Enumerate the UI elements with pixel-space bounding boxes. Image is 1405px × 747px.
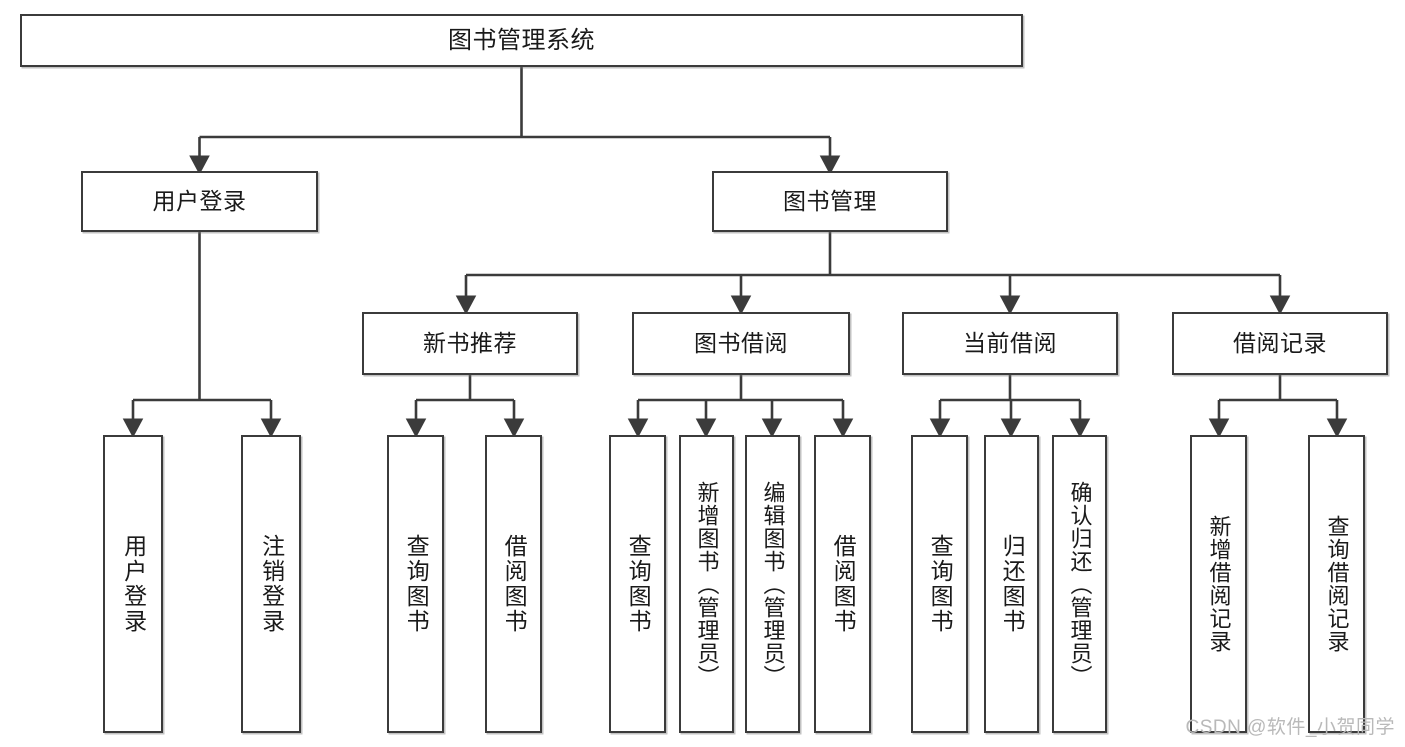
leaf-query-book-borrow-label: 查询图书 xyxy=(625,534,652,634)
leaf-query-book-current-label: 查询图书 xyxy=(927,534,954,634)
node-book-management[interactable]: 图书管理 xyxy=(712,171,948,232)
leaf-confirm-return-admin-label: 确认归还（管理员） xyxy=(1067,480,1093,688)
node-new-book-recommend-label: 新书推荐 xyxy=(423,330,517,357)
node-user-login[interactable]: 用户登录 xyxy=(81,171,318,232)
leaf-add-borrow-record-label: 新增借阅记录 xyxy=(1206,515,1232,653)
node-root-label: 图书管理系统 xyxy=(448,26,595,54)
leaf-confirm-return-admin[interactable]: 确认归还（管理员） xyxy=(1052,435,1107,733)
leaf-edit-book-admin[interactable]: 编辑图书（管理员） xyxy=(745,435,800,733)
leaf-add-book-admin-label: 新增图书（管理员） xyxy=(694,480,720,688)
leaf-user-login[interactable]: 用户登录 xyxy=(103,435,163,733)
node-new-book-recommend[interactable]: 新书推荐 xyxy=(362,312,578,375)
leaf-query-book-newbook[interactable]: 查询图书 xyxy=(387,435,444,733)
node-current-borrow-label: 当前借阅 xyxy=(963,330,1057,357)
leaf-add-book-admin[interactable]: 新增图书（管理员） xyxy=(679,435,734,733)
leaf-return-book-label: 归还图书 xyxy=(999,534,1026,634)
leaf-edit-book-admin-label: 编辑图书（管理员） xyxy=(760,480,786,688)
leaf-borrow-book-newbook-label: 借阅图书 xyxy=(501,534,528,634)
leaf-borrow-book-newbook[interactable]: 借阅图书 xyxy=(485,435,542,733)
leaf-query-book-current[interactable]: 查询图书 xyxy=(911,435,968,733)
node-book-borrow-label: 图书借阅 xyxy=(694,330,788,357)
leaf-add-borrow-record[interactable]: 新增借阅记录 xyxy=(1190,435,1247,733)
leaf-query-borrow-record-label: 查询借阅记录 xyxy=(1324,515,1350,653)
leaf-borrow-book[interactable]: 借阅图书 xyxy=(814,435,871,733)
node-root[interactable]: 图书管理系统 xyxy=(20,14,1023,67)
leaf-query-book-borrow[interactable]: 查询图书 xyxy=(609,435,666,733)
leaf-query-book-newbook-label: 查询图书 xyxy=(403,534,430,634)
leaf-logout-label: 注销登录 xyxy=(258,534,285,634)
node-book-management-label: 图书管理 xyxy=(783,188,877,215)
node-book-borrow[interactable]: 图书借阅 xyxy=(632,312,850,375)
csdn-watermark: CSDN @软件_小贺同学 xyxy=(1185,717,1395,738)
leaf-user-login-label: 用户登录 xyxy=(120,534,147,634)
node-current-borrow[interactable]: 当前借阅 xyxy=(902,312,1118,375)
leaf-borrow-book-label: 借阅图书 xyxy=(830,534,857,634)
leaf-query-borrow-record[interactable]: 查询借阅记录 xyxy=(1308,435,1365,733)
node-borrow-record-label: 借阅记录 xyxy=(1233,330,1327,357)
leaf-return-book[interactable]: 归还图书 xyxy=(984,435,1039,733)
node-borrow-record[interactable]: 借阅记录 xyxy=(1172,312,1388,375)
node-user-login-label: 用户登录 xyxy=(152,188,247,215)
leaf-logout[interactable]: 注销登录 xyxy=(241,435,301,733)
